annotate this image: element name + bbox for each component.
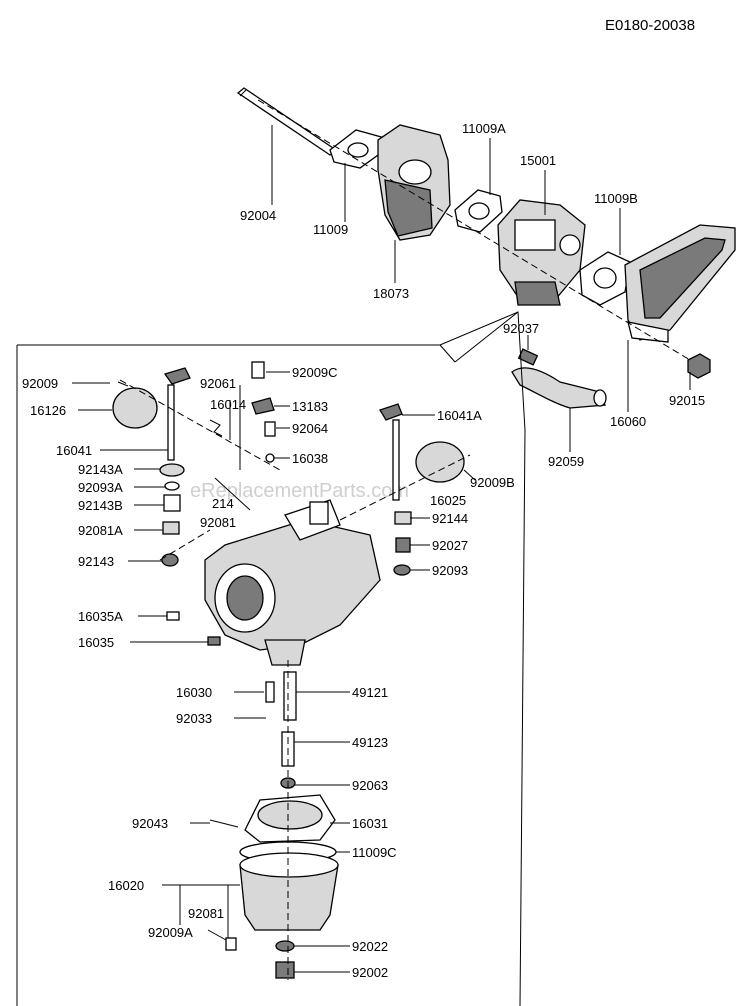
label-92002: 92002 xyxy=(352,965,388,980)
throttle-plate-16126 xyxy=(112,387,158,429)
label-92037: 92037 xyxy=(503,321,539,336)
label-16041: 16041 xyxy=(56,443,92,458)
gasket-11009b xyxy=(579,251,631,306)
screw-92009a xyxy=(225,937,237,951)
float-16031 xyxy=(244,794,336,843)
label-92009: 92009 xyxy=(22,376,58,391)
leader-lines xyxy=(72,125,691,973)
screw-16035 xyxy=(207,636,221,646)
hose-92059 xyxy=(511,367,607,409)
label-92022: 92022 xyxy=(352,939,388,954)
label-92081: 92081 xyxy=(200,515,236,530)
label-16020: 16020 xyxy=(108,878,144,893)
spring-16014 xyxy=(209,419,223,437)
nut-92015 xyxy=(687,353,711,379)
label-13183: 13183 xyxy=(292,399,328,414)
seal-92144 xyxy=(394,511,412,525)
label-16035: 16035 xyxy=(78,635,114,650)
washer-92022 xyxy=(275,940,295,952)
bolt-92002 xyxy=(275,961,295,979)
label-92061: 92061 xyxy=(200,376,236,391)
gasket-11009a xyxy=(454,189,503,233)
label-15001: 15001 xyxy=(520,153,556,168)
label-92009c: 92009C xyxy=(292,365,338,380)
spring-92143a xyxy=(159,463,185,477)
label-11009b: 11009B xyxy=(594,191,638,206)
label-16126: 16126 xyxy=(30,403,66,418)
label-92144: 92144 xyxy=(432,511,468,526)
label-92009b: 92009B xyxy=(470,475,515,490)
stud-92004 xyxy=(236,87,338,156)
throttle-shaft-16041 xyxy=(163,367,191,461)
label-92143: 92143 xyxy=(78,554,114,569)
carburetor-body xyxy=(204,499,381,666)
label-11009: 11009 xyxy=(313,222,348,237)
label-92143a: 92143A xyxy=(78,462,123,477)
label-18073: 18073 xyxy=(373,286,409,301)
screw-16035a xyxy=(166,611,180,621)
nozzle-49121 xyxy=(283,671,297,721)
label-16041a: 16041A xyxy=(437,408,482,423)
choke-shaft-16041a xyxy=(379,403,465,501)
label-92043: 92043 xyxy=(132,816,168,831)
carburetor-15001 xyxy=(497,199,586,306)
label-16035a: 16035A xyxy=(78,609,123,624)
label-49123: 49123 xyxy=(352,735,388,750)
washer-92093a xyxy=(164,481,180,491)
label-11009a: 11009A xyxy=(462,121,506,136)
valve-92064 xyxy=(264,421,276,437)
label-92081-lower: 92081 xyxy=(188,906,224,921)
label-92004: 92004 xyxy=(240,208,276,223)
label-49121: 49121 xyxy=(352,685,388,700)
label-16025: 16025 xyxy=(430,493,466,508)
diagram-code: E0180-20038 xyxy=(605,17,695,34)
washer-92093 xyxy=(393,564,411,576)
part-labels: 92004 11009 18073 11009A 15001 11009B 92… xyxy=(22,121,705,980)
label-92081a: 92081A xyxy=(78,523,123,538)
label-214: 214 xyxy=(212,496,234,511)
label-16060: 16060 xyxy=(610,414,646,429)
label-92093a: 92093A xyxy=(78,480,123,495)
label-16038: 16038 xyxy=(292,451,328,466)
label-92059: 92059 xyxy=(548,454,584,469)
label-16030: 16030 xyxy=(176,685,212,700)
seal-92081a xyxy=(162,521,180,535)
float-bowl-16020 xyxy=(239,852,339,931)
label-92009a: 92009A xyxy=(148,925,193,940)
bushing-92143b xyxy=(163,494,181,512)
label-11009c: 11009C xyxy=(352,845,397,860)
lever-13183 xyxy=(251,397,275,415)
jet-16030 xyxy=(265,681,275,703)
label-92015: 92015 xyxy=(669,393,705,408)
label-92027: 92027 xyxy=(432,538,468,553)
label-16031: 16031 xyxy=(352,816,388,831)
label-92063: 92063 xyxy=(352,778,388,793)
watermark: eReplacementParts.com xyxy=(190,480,409,502)
collar-92143 xyxy=(161,553,179,567)
label-16014: 16014 xyxy=(210,397,246,412)
insulator-18073 xyxy=(377,124,451,241)
screw-92009c xyxy=(251,361,265,379)
axis-line-top xyxy=(257,99,691,361)
label-92033: 92033 xyxy=(176,711,212,726)
spring-92027 xyxy=(395,537,411,553)
gasket-11009 xyxy=(329,129,386,169)
air-cleaner-base-16060 xyxy=(624,224,736,343)
label-92143b: 92143B xyxy=(78,498,123,513)
label-92064: 92064 xyxy=(292,421,328,436)
label-92093: 92093 xyxy=(432,563,468,578)
